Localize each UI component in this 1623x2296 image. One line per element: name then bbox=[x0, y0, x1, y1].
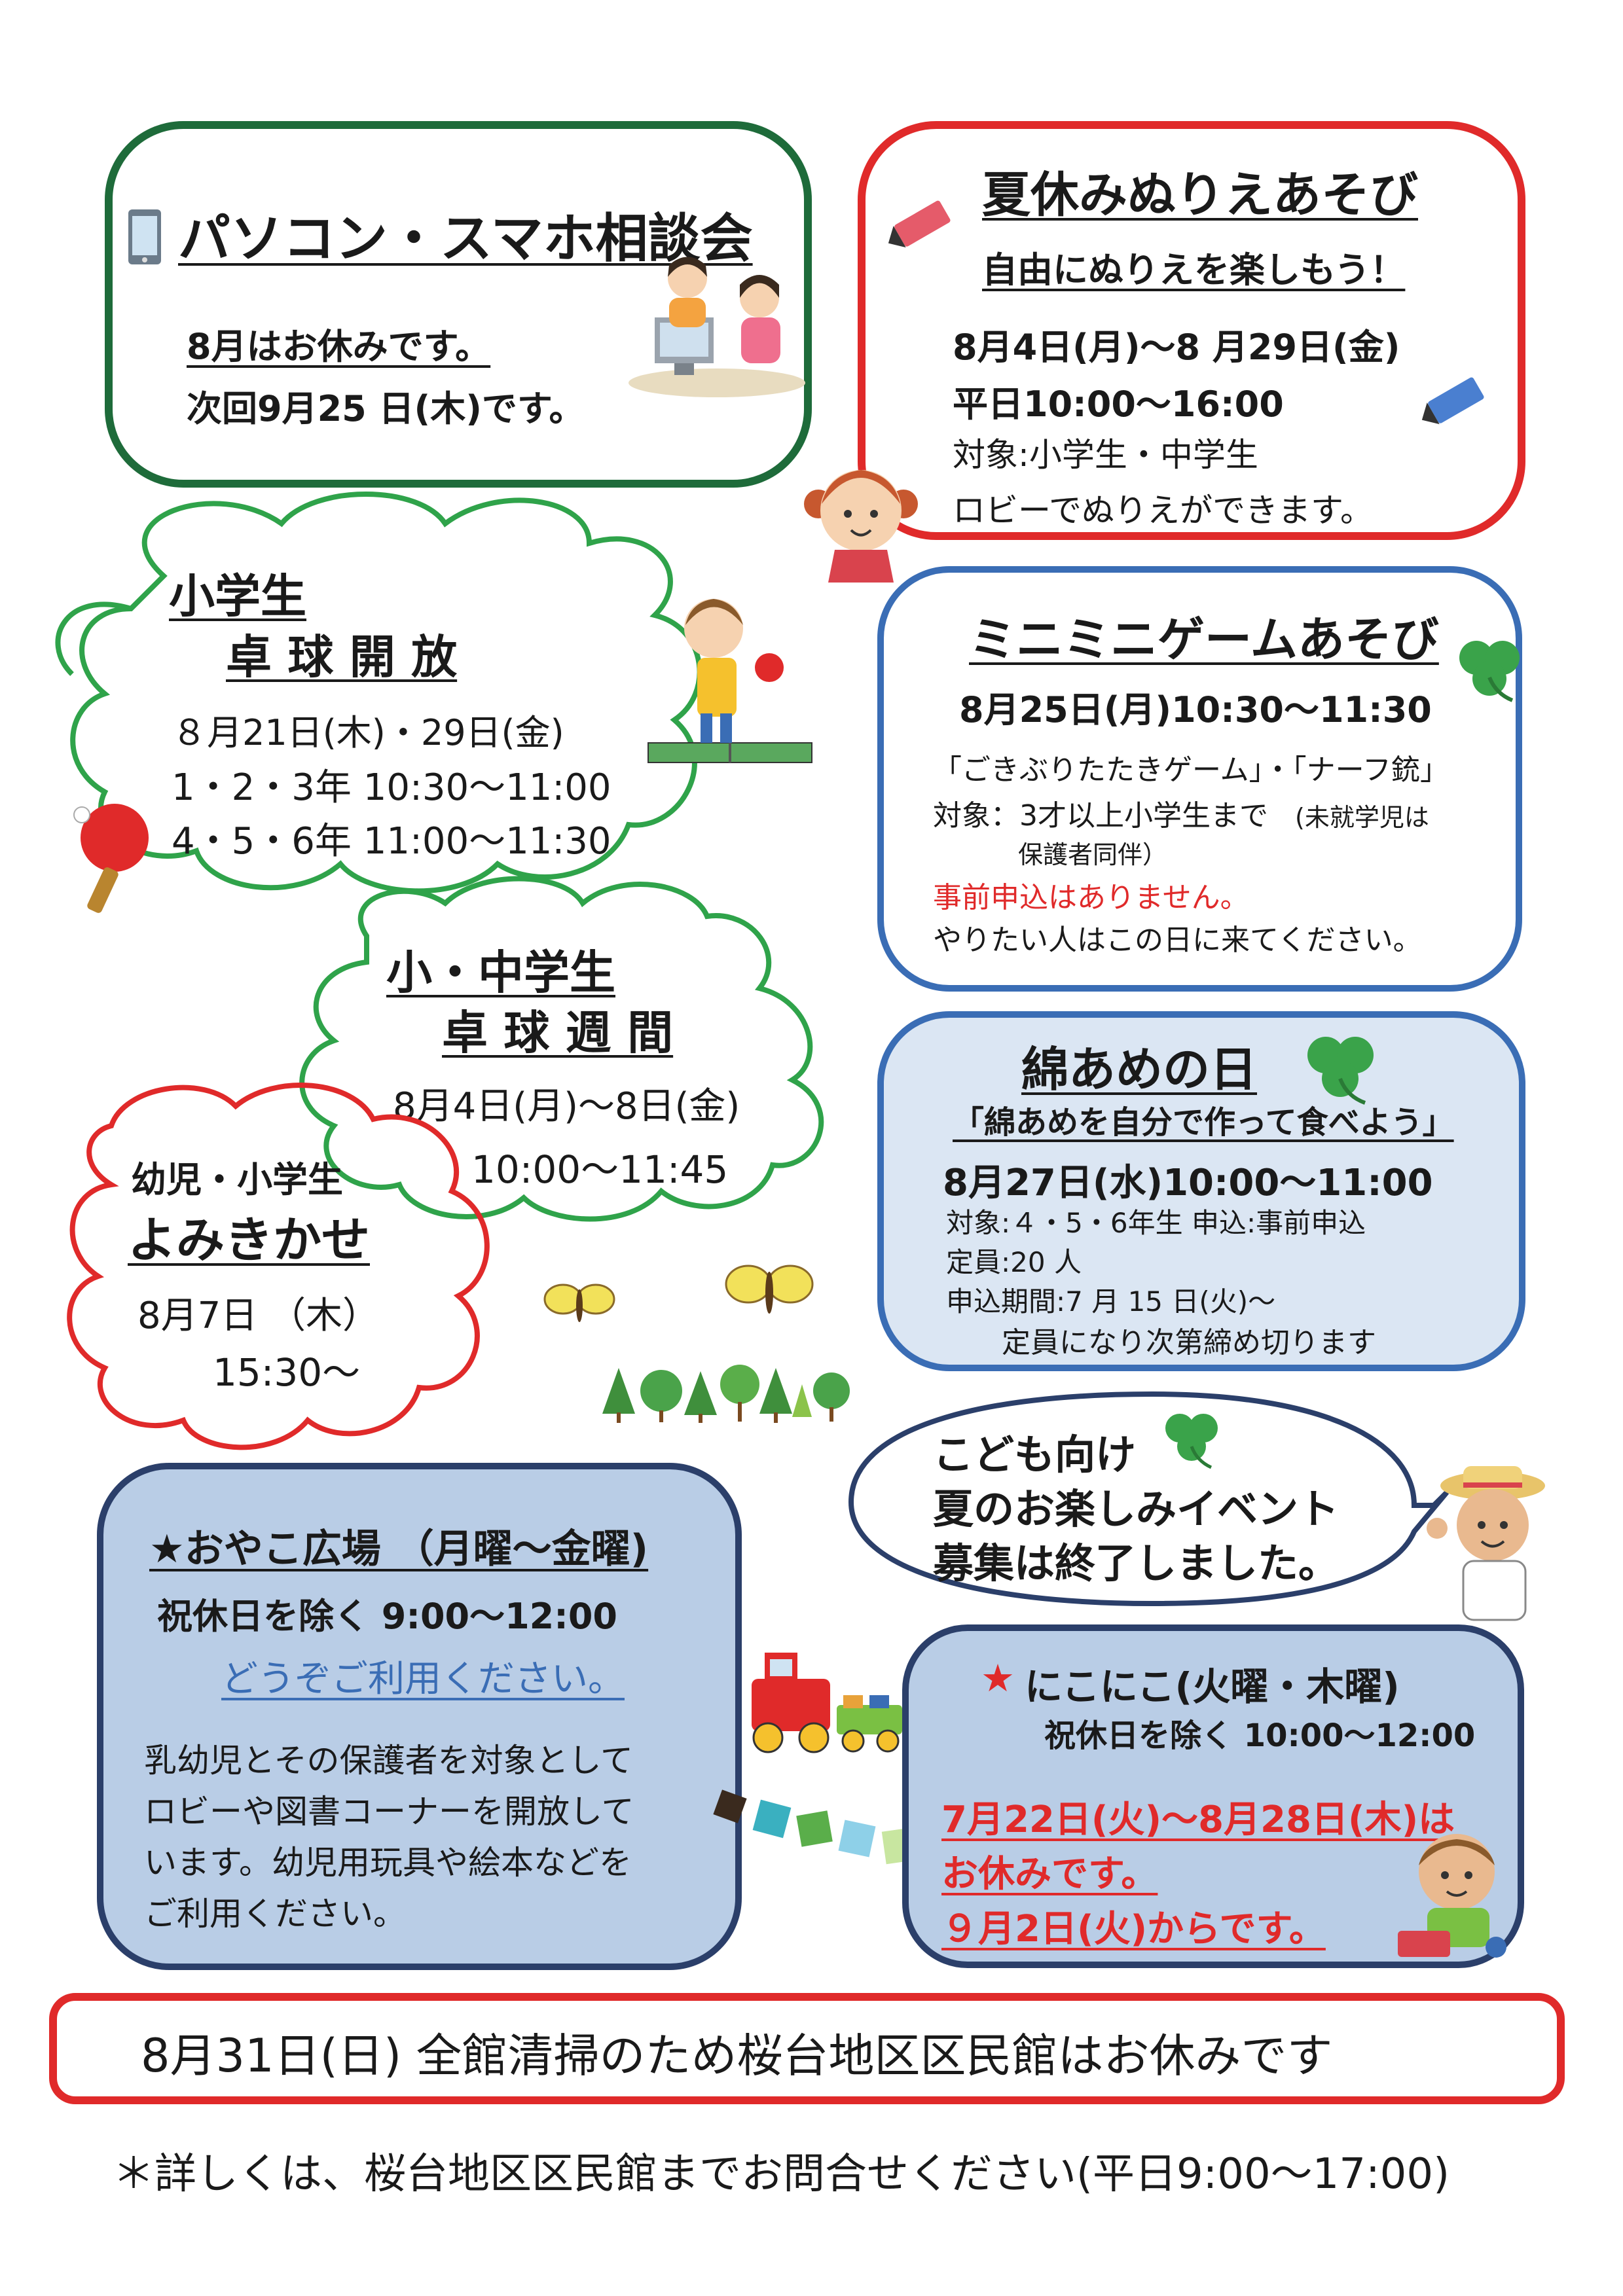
butterfly-icon-2 bbox=[725, 1265, 814, 1314]
elem-tt-title2: 卓 球 開 放 bbox=[226, 630, 458, 684]
girl-illustration bbox=[804, 470, 918, 583]
story-label: 幼児・小学生 bbox=[131, 1159, 343, 1200]
butterfly-icon bbox=[543, 1283, 615, 1322]
cotton-candy-box bbox=[877, 1011, 1525, 1371]
nurie-time: 平日10:00～16:00 bbox=[953, 384, 1284, 425]
nikoniko-resume: ９月2日(火)からです。 bbox=[941, 1908, 1326, 1950]
mini-target-note2: 保護者同伴） bbox=[1018, 840, 1168, 869]
boy-with-hat-illustration bbox=[1427, 1466, 1545, 1621]
nikoniko-hours: 祝休日を除く 10:00～12:00 bbox=[1044, 1717, 1476, 1754]
elem-tt-date: ８月21日(木)・29日(金) bbox=[172, 712, 564, 753]
nurie-target: 対象:小学生・中学生 bbox=[953, 436, 1258, 474]
table-tennis-girl-illustration bbox=[647, 599, 812, 763]
smartphone-icon bbox=[128, 209, 161, 264]
mini-come: やりたい人はこの日に来てください。 bbox=[933, 924, 1422, 957]
nikoniko-closed2: お休みです。 bbox=[941, 1853, 1158, 1895]
cotton-period: 申込期間:7 月 15 日(火)～ bbox=[946, 1285, 1276, 1318]
closure-banner bbox=[49, 1993, 1565, 2104]
elem-tt-row2: 4・5・6年 11:00～11:30 bbox=[172, 820, 611, 863]
cotton-period2: 定員になり次第締め切ります bbox=[1002, 1326, 1376, 1359]
pc-line2: 次回9月25 日(木)です。 bbox=[187, 388, 585, 429]
nikoniko-star: ★ bbox=[981, 1656, 1015, 1700]
mid-tt-date: 8月4日(月)～8日(金) bbox=[393, 1085, 740, 1128]
cotton-capacity: 定員:20 人 bbox=[946, 1246, 1082, 1278]
mini-target: 対象：3才以上小学生まで bbox=[933, 799, 1268, 833]
story-time: 15:30～ bbox=[213, 1350, 361, 1395]
mid-tt-time: 10:00～11:45 bbox=[471, 1147, 729, 1192]
kids-line1: こども向け bbox=[933, 1431, 1137, 1479]
oyako-box bbox=[97, 1463, 742, 1970]
pc-line1: 8月はお休みです。 bbox=[187, 326, 491, 367]
mid-tt-title2: 卓 球 週 間 bbox=[442, 1006, 674, 1060]
mini-date: 8月25日(月)10:30～11:30 bbox=[959, 689, 1432, 730]
nurie-date: 8月4日(月)～8 月29日(金) bbox=[953, 327, 1400, 368]
mini-title: ミニミニゲームあそび bbox=[969, 612, 1439, 667]
oyako-desc3: います。幼児用玩具や絵本などを bbox=[144, 1844, 632, 1882]
crayon-icon-blue bbox=[1421, 377, 1484, 425]
nikoniko-closed1: 7月22日(火)～8月28日(木)は bbox=[941, 1799, 1455, 1841]
cotton-title: 綿あめの日 bbox=[1021, 1042, 1258, 1097]
oyako-desc4: ご利用ください。 bbox=[144, 1895, 406, 1933]
nurie-note: ロビーでぬりえができます。 bbox=[953, 492, 1373, 529]
kids-line2: 夏のお楽しみイベント bbox=[933, 1485, 1340, 1533]
mini-target-note: (未就学児は bbox=[1295, 803, 1429, 832]
clover-icon-kids bbox=[1165, 1414, 1218, 1469]
crayon-icon bbox=[888, 200, 951, 248]
elem-tt-row1: 1・2・3年 10:30～11:00 bbox=[172, 766, 611, 809]
elem-tt-title1: 小学生 bbox=[169, 569, 306, 623]
cotton-target: 対象:４・5・6年生 申込:事前申込 bbox=[946, 1207, 1366, 1239]
story-date: 8月7日 （木） bbox=[137, 1295, 380, 1337]
nurie-title: 夏休みぬりえあそび bbox=[982, 167, 1418, 223]
cotton-subtitle: 「綿あめを自分で作って食べよう」 bbox=[953, 1104, 1454, 1141]
nurie-box bbox=[858, 121, 1525, 540]
nikoniko-title: にこにこ(火曜・木曜) bbox=[1025, 1664, 1400, 1709]
story-title: よみきかせ bbox=[128, 1212, 370, 1268]
closure-text: 8月31日(日) 全館清掃のため桜台地区区民館はお休みです bbox=[141, 2029, 1333, 2083]
toy-train-illustration bbox=[752, 1653, 902, 1753]
paddle-icon bbox=[73, 804, 149, 913]
cards-illustration bbox=[713, 1789, 919, 1865]
clover-icon bbox=[1459, 641, 1520, 702]
oyako-title: ★おやこ広場 （月曜～金曜) bbox=[149, 1526, 649, 1572]
oyako-hours: 祝休日を除く 9:00～12:00 bbox=[157, 1596, 618, 1637]
clover-icon-cotton bbox=[1307, 1037, 1374, 1105]
footer-note: ＊詳しくは、桜台地区区民館までお問合せください(平日9:00～17:00) bbox=[113, 2150, 1450, 2198]
pc-title: パソコン・スマホ相談会 bbox=[178, 208, 753, 269]
people-at-computer-illustration bbox=[629, 257, 805, 397]
oyako-desc1: 乳幼児とその保護者を対象として bbox=[144, 1742, 633, 1780]
mid-tt-title1: 小・中学生 bbox=[386, 946, 615, 999]
mini-notice: 事前申込はありません。 bbox=[933, 881, 1249, 914]
boy-playing-illustration bbox=[1398, 1834, 1506, 1958]
trees-illustration bbox=[602, 1365, 850, 1423]
oyako-desc2: ロビーや図書コーナーを開放して bbox=[144, 1793, 634, 1831]
mini-game-box bbox=[877, 566, 1522, 992]
oyako-welcome: どうぞご利用ください。 bbox=[221, 1658, 625, 1700]
kids-line3: 募集は終了しました。 bbox=[933, 1539, 1340, 1587]
mini-games: 「ごきぶりたたきゲーム」・「ナーフ銃」 bbox=[933, 753, 1450, 787]
pc-consult-box bbox=[105, 121, 812, 488]
cotton-date: 8月27日(水)10:00～11:00 bbox=[943, 1162, 1433, 1204]
nikoniko-box bbox=[902, 1624, 1524, 1968]
nurie-subtitle: 自由にぬりえを楽しもう！ bbox=[982, 249, 1406, 291]
